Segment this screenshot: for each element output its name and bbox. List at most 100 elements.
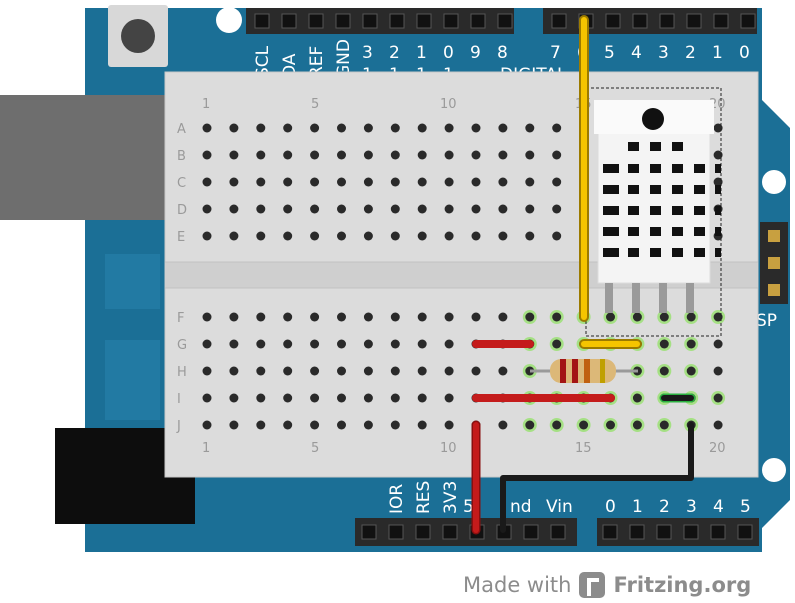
breadboard-hole xyxy=(363,177,373,187)
breadboard-hole xyxy=(498,231,508,241)
col-label-20-bottom: 20 xyxy=(709,441,726,456)
pin-label-4: 4 xyxy=(631,43,642,63)
breadboard-hole xyxy=(390,177,400,187)
breadboard-hole xyxy=(713,339,723,349)
breadboard-hole xyxy=(471,312,481,322)
breadboard-hole xyxy=(310,393,320,403)
breadboard-hole xyxy=(363,420,373,430)
breadboard-hole xyxy=(444,204,454,214)
breadboard-hole xyxy=(390,312,400,322)
pin-label-a2: 2 xyxy=(659,497,670,517)
breadboard-hole xyxy=(498,204,508,214)
breadboard-hole xyxy=(283,123,293,133)
row-label-c: C xyxy=(177,176,186,191)
breadboard-hole xyxy=(417,393,427,403)
breadboard-hole xyxy=(471,231,481,241)
breadboard-hole xyxy=(283,177,293,187)
breadboard-hole xyxy=(363,231,373,241)
breadboard-hole xyxy=(202,150,212,160)
breadboard-hole xyxy=(713,420,723,430)
breadboard-hole xyxy=(444,312,454,322)
breadboard-hole xyxy=(444,177,454,187)
fritzing-logo-icon xyxy=(579,572,606,598)
breadboard-hole xyxy=(202,420,212,430)
breadboard-hole xyxy=(390,420,400,430)
breadboard-hole xyxy=(417,420,427,430)
row-label-j: J xyxy=(176,419,181,434)
breadboard-hole xyxy=(256,339,266,349)
breadboard-hole xyxy=(686,312,696,322)
breadboard-hole xyxy=(202,123,212,133)
breadboard-hole xyxy=(444,231,454,241)
breadboard-hole xyxy=(390,204,400,214)
wire-black-gnd xyxy=(500,422,694,533)
breadboard-hole xyxy=(713,123,723,133)
breadboard-hole xyxy=(659,312,669,322)
pin-label-scl: SCL xyxy=(253,45,273,78)
breadboard-hole xyxy=(337,204,346,214)
col-label-10-top: 10 xyxy=(440,97,457,112)
pin-label-a4: 4 xyxy=(713,497,724,517)
breadboard-hole xyxy=(283,339,293,349)
col-label-1-top: 1 xyxy=(202,97,210,112)
pin-label-8: 8 xyxy=(497,43,508,63)
pin-label-aref: REF xyxy=(307,46,327,78)
breadboard-hole xyxy=(632,393,642,403)
breadboard-hole xyxy=(229,123,239,133)
breadboard-hole xyxy=(713,177,723,187)
breadboard-hole xyxy=(283,312,293,322)
breadboard-hole xyxy=(256,366,266,376)
breadboard-hole xyxy=(444,339,454,349)
breadboard-hole xyxy=(498,177,508,187)
breadboard-hole xyxy=(363,312,373,322)
breadboard-hole xyxy=(417,204,427,214)
breadboard-hole xyxy=(606,420,615,430)
breadboard-hole xyxy=(202,231,212,241)
breadboard-hole xyxy=(337,177,346,187)
breadboard-hole xyxy=(552,204,562,214)
bottom-header-right xyxy=(597,518,759,546)
breadboard-hole xyxy=(256,123,266,133)
row-label-a: A xyxy=(177,122,186,137)
breadboard-hole xyxy=(229,204,239,214)
icsp-header: SP xyxy=(756,222,788,331)
breadboard-hole xyxy=(363,123,373,133)
pin-label-5: 5 xyxy=(604,43,615,63)
breadboard-hole xyxy=(229,150,239,160)
row-label-h: H xyxy=(177,365,187,380)
breadboard-hole xyxy=(229,393,239,403)
row-label-e: E xyxy=(177,230,185,245)
breadboard-hole xyxy=(713,393,723,403)
breadboard-hole xyxy=(525,177,535,187)
dht-sensor xyxy=(585,87,722,337)
breadboard-hole xyxy=(552,150,562,160)
breadboard-hole xyxy=(256,312,266,322)
breadboard-hole xyxy=(310,204,320,214)
breadboard-hole xyxy=(444,420,454,430)
breadboard-hole xyxy=(525,204,535,214)
pin-label-gnd: GND xyxy=(334,39,354,78)
breadboard-hole xyxy=(337,150,346,160)
icsp-label: SP xyxy=(756,311,777,331)
breadboard-hole xyxy=(471,177,481,187)
breadboard-hole xyxy=(390,339,400,349)
pin-label-13: 3 xyxy=(362,43,373,63)
breadboard-hole xyxy=(363,204,373,214)
col-label-15-bottom: 15 xyxy=(575,441,592,456)
breadboard-hole xyxy=(337,339,346,349)
breadboard-hole xyxy=(229,339,239,349)
breadboard-hole xyxy=(256,204,266,214)
col-label-10-bottom: 10 xyxy=(440,441,457,456)
breadboard-hole xyxy=(552,231,562,241)
pin-label-vin: Vin xyxy=(546,497,573,517)
breadboard-hole xyxy=(229,177,239,187)
breadboard-hole xyxy=(417,177,427,187)
breadboard-hole xyxy=(659,366,669,376)
breadboard-hole xyxy=(525,420,535,430)
breadboard-hole xyxy=(498,150,508,160)
breadboard-hole xyxy=(525,150,535,160)
breadboard-hole xyxy=(256,231,266,241)
pin-label-3: 3 xyxy=(658,43,669,63)
breadboard-hole xyxy=(202,177,212,187)
